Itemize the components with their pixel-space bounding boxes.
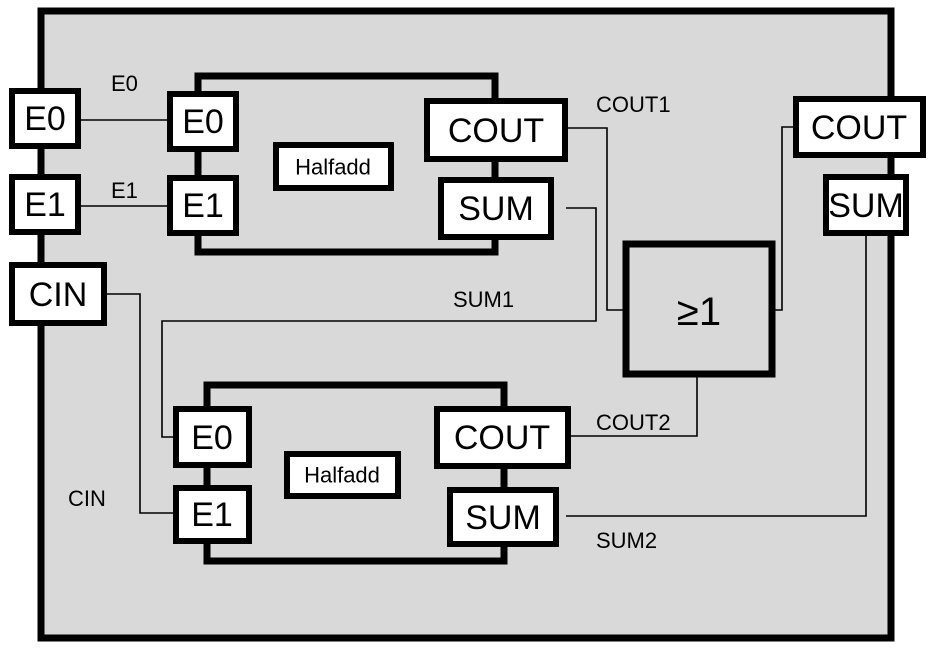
outer-output-sum: SUM bbox=[823, 174, 909, 236]
wire-label-e0: E0 bbox=[111, 71, 138, 96]
halfadder-1-body bbox=[194, 72, 499, 256]
svg-text:E1: E1 bbox=[182, 187, 224, 225]
svg-text:E0: E0 bbox=[24, 100, 66, 138]
outer-input-cin: CIN bbox=[9, 262, 107, 326]
halfadder-1-input-e1: E1 bbox=[167, 175, 239, 236]
halfadder-2-body bbox=[203, 381, 508, 565]
halfadder-2-output-sum: SUM bbox=[447, 487, 559, 547]
svg-text:Halfadd: Halfadd bbox=[295, 155, 371, 180]
svg-text:SUM: SUM bbox=[465, 499, 541, 537]
wire-label-sum1: SUM1 bbox=[453, 287, 514, 312]
halfadder-2-name: Halfadd bbox=[284, 451, 401, 499]
wire-sum2 bbox=[566, 232, 867, 517]
svg-text:E1: E1 bbox=[24, 186, 66, 224]
wire-cin bbox=[104, 293, 178, 514]
svg-text:Halfadd: Halfadd bbox=[304, 463, 380, 488]
halfadder-1: E0 E1 COUT SUM Halfadd bbox=[167, 72, 568, 256]
halfadder-2-input-e1: E1 bbox=[173, 485, 252, 544]
wire-cout1 bbox=[566, 127, 626, 311]
or-gate: ≥1 bbox=[622, 240, 776, 378]
halfadder-1-output-cout: COUT bbox=[424, 98, 568, 162]
outer-output-cout: COUT bbox=[793, 96, 926, 158]
wires bbox=[80, 119, 867, 517]
svg-text:COUT: COUT bbox=[811, 109, 907, 147]
halfadder-2: E0 E1 COUT SUM Halfadd bbox=[173, 381, 571, 565]
wire-cout2 bbox=[569, 374, 698, 437]
wire-or-out bbox=[771, 126, 798, 311]
svg-text:CIN: CIN bbox=[29, 276, 88, 314]
outer-input-e1: E1 bbox=[9, 174, 81, 235]
wire-label-sum2: SUM2 bbox=[596, 528, 657, 553]
wire-sum1 bbox=[161, 207, 597, 438]
wire-label-cout2: COUT2 bbox=[596, 410, 671, 435]
svg-text:COUT: COUT bbox=[448, 112, 544, 150]
svg-text:SUM: SUM bbox=[828, 187, 904, 225]
svg-text:E0: E0 bbox=[191, 419, 233, 457]
wire-label-cin: CIN bbox=[68, 486, 106, 511]
svg-text:E1: E1 bbox=[191, 496, 233, 534]
halfadder-1-output-sum: SUM bbox=[438, 177, 554, 240]
wire-labels: E0 E1 CIN COUT1 SUM1 COUT2 SUM2 bbox=[68, 71, 671, 553]
wire-label-e1: E1 bbox=[111, 178, 138, 203]
outer-output-ports: COUT SUM bbox=[793, 96, 926, 236]
svg-text:E0: E0 bbox=[182, 103, 224, 141]
or-gate-body bbox=[622, 240, 776, 378]
halfadder-1-name: Halfadd bbox=[273, 142, 394, 191]
halfadder-1-input-e0: E0 bbox=[167, 91, 239, 152]
outer-input-e0: E0 bbox=[9, 88, 81, 149]
outer-input-ports: E0 E1 CIN bbox=[9, 88, 107, 326]
wire-label-cout1: COUT1 bbox=[596, 92, 671, 117]
svg-text:SUM: SUM bbox=[458, 190, 534, 228]
svg-text:COUT: COUT bbox=[454, 419, 550, 457]
halfadder-2-input-e0: E0 bbox=[173, 406, 252, 468]
or-gate-symbol: ≥1 bbox=[677, 290, 721, 334]
halfadder-2-output-cout: COUT bbox=[434, 406, 571, 469]
